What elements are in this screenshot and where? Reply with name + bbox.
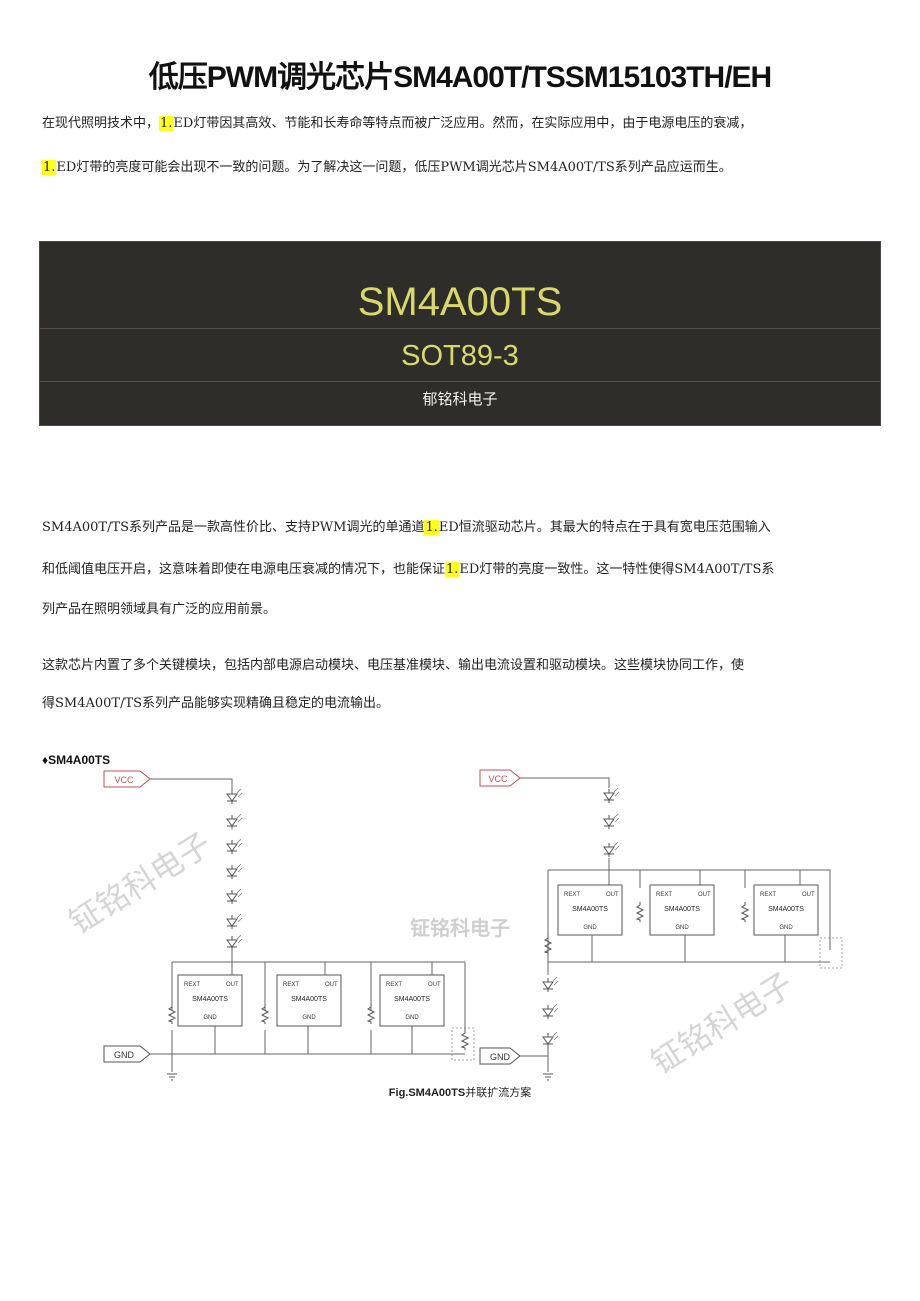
caption-text: 并联扩流方案	[465, 1087, 532, 1099]
chip-left-2: REXT OUT SM4A00TS GND	[276, 974, 342, 1027]
dashed-box	[451, 1027, 475, 1061]
watermark: 钲铭科电子	[410, 916, 510, 940]
left-circuit	[150, 778, 466, 1072]
highlight-mark: 1.	[424, 520, 439, 535]
gnd-label: GND	[490, 1052, 511, 1062]
pin-rext: REXT	[184, 982, 200, 988]
chip-name: SM4A00TS	[192, 996, 228, 1003]
chip-right-1: REXT OUT SM4A00TS GND	[557, 884, 623, 936]
watermark: 钲铭科电子	[645, 966, 800, 1081]
modules-line-1: 这款芯片内置了多个关键模块，包括内部电源启动模块、电压基准模块、输出电流设置和驱…	[42, 658, 745, 673]
pin-gnd: GND	[203, 1015, 217, 1021]
pin-rext: REXT	[656, 892, 672, 898]
pin-out: OUT	[606, 892, 619, 898]
right-circuit	[520, 777, 831, 1072]
highlight-mark: 1.	[159, 116, 174, 131]
chip-left-3: REXT OUT SM4A00TS GND	[379, 974, 445, 1027]
chip-name: SM4A00TS	[291, 996, 327, 1003]
chip-name: SM4A00TS	[768, 906, 804, 913]
intro-paragraph: 在现代照明技术中，1.ED灯带因其高效、节能和长寿命等特点而被广泛应用。然而，在…	[42, 112, 880, 182]
intro-text: 在现代照明技术中，	[42, 116, 160, 131]
chip-name: SM4A00TS	[664, 906, 700, 913]
features-text: ED恒流驱动芯片。其最大的特点在于具有宽电压范围输入	[438, 520, 771, 535]
chip-right-3: REXT OUT SM4A00TS GND	[753, 884, 819, 936]
features-line-2: 和低阈值电压开启，这意味着即使在电源电压衰减的情况下，也能保证1.ED灯带的亮度…	[42, 558, 774, 577]
modules-paragraph: 这款芯片内置了多个关键模块，包括内部电源启动模块、电压基准模块、输出电流设置和驱…	[42, 654, 880, 714]
vcc-tag-left: VCC	[103, 770, 151, 788]
diagram-heading: ♦SM4A00TS	[42, 753, 111, 767]
banner-company: 郁铭科电子	[422, 390, 498, 408]
vcc-label: VCC	[488, 774, 508, 784]
banner-divider	[40, 381, 880, 382]
pin-gnd: GND	[583, 925, 597, 931]
banner-divider	[40, 328, 880, 329]
gnd-tag-left: GND	[103, 1045, 151, 1063]
features-paragraph: SM4A00T/TS系列产品是一款高性价比、支持PWM调光的单通道1.ED恒流驱…	[42, 516, 880, 617]
features-text: 和低阈值电压开启，这意味着即使在电源电压衰减的情况下，也能保证	[42, 562, 446, 577]
chip-left-1: REXT OUT SM4A00TS GND	[177, 974, 243, 1027]
caption-label: Fig.SM4A00TS	[388, 1087, 466, 1099]
intro-line-2: 1.ED灯带的亮度可能会出现不一致的问题。为了解决这一问题，低压PWM调光芯片S…	[42, 156, 732, 175]
pin-out: OUT	[226, 982, 239, 988]
chip-right-2: REXT OUT SM4A00TS GND	[649, 884, 715, 936]
pin-gnd: GND	[779, 925, 793, 931]
pin-out: OUT	[325, 982, 338, 988]
intro-text: ED灯带因其高效、节能和长寿命等特点而被广泛应用。然而，在实际应用中，由于电源电…	[173, 116, 753, 131]
chip-name: SM4A00TS	[394, 996, 430, 1003]
figure-caption: Fig.SM4A00TS并联扩流方案	[0, 1084, 920, 1100]
vcc-tag-right: VCC	[479, 769, 521, 787]
banner-package: SOT89-3	[401, 340, 519, 372]
features-line-1: SM4A00T/TS系列产品是一款高性价比、支持PWM调光的单通道1.ED恒流驱…	[42, 516, 771, 535]
vcc-label: VCC	[114, 775, 134, 785]
features-text: ED灯带的亮度一致性。这一特性使得SM4A00T/TS系	[459, 562, 775, 577]
pin-out: OUT	[698, 892, 711, 898]
product-banner: SM4A00TS SOT89-3 郁铭科电子	[39, 241, 881, 426]
left-led-string	[226, 788, 243, 951]
banner-model: SM4A00TS	[357, 280, 563, 324]
highlight-mark: 1.	[445, 562, 460, 577]
highlight-mark: 1.	[42, 160, 57, 175]
pin-rext: REXT	[283, 982, 299, 988]
chip-name: SM4A00TS	[572, 906, 608, 913]
pin-rext: REXT	[386, 982, 402, 988]
pin-gnd: GND	[405, 1015, 419, 1021]
intro-text: ED灯带的亮度可能会出现不一致的问题。为了解决这一问题，低压PWM调光芯片SM4…	[56, 160, 732, 175]
dashed-box	[819, 937, 843, 969]
intro-line-1: 在现代照明技术中，1.ED灯带因其高效、节能和长寿命等特点而被广泛应用。然而，在…	[42, 112, 752, 131]
features-line-3: 列产品在照明领域具有广泛的应用前景。	[42, 602, 277, 617]
watermark: 钲铭科电子	[63, 826, 218, 941]
pin-gnd: GND	[302, 1015, 316, 1021]
page-title: 低压PWM调光芯片SM4A00T/TSSM15103TH/EH	[148, 61, 772, 94]
pin-out: OUT	[428, 982, 441, 988]
pin-out: OUT	[802, 892, 815, 898]
gnd-tag-right: GND	[479, 1047, 521, 1065]
modules-line-2: 得SM4A00T/TS系列产品能够实现精确且稳定的电流输出。	[42, 696, 390, 711]
gnd-label: GND	[114, 1050, 135, 1060]
pin-gnd: GND	[675, 925, 689, 931]
pin-rext: REXT	[564, 892, 580, 898]
pin-rext: REXT	[760, 892, 776, 898]
features-text: SM4A00T/TS系列产品是一款高性价比、支持PWM调光的单通道	[42, 520, 425, 535]
